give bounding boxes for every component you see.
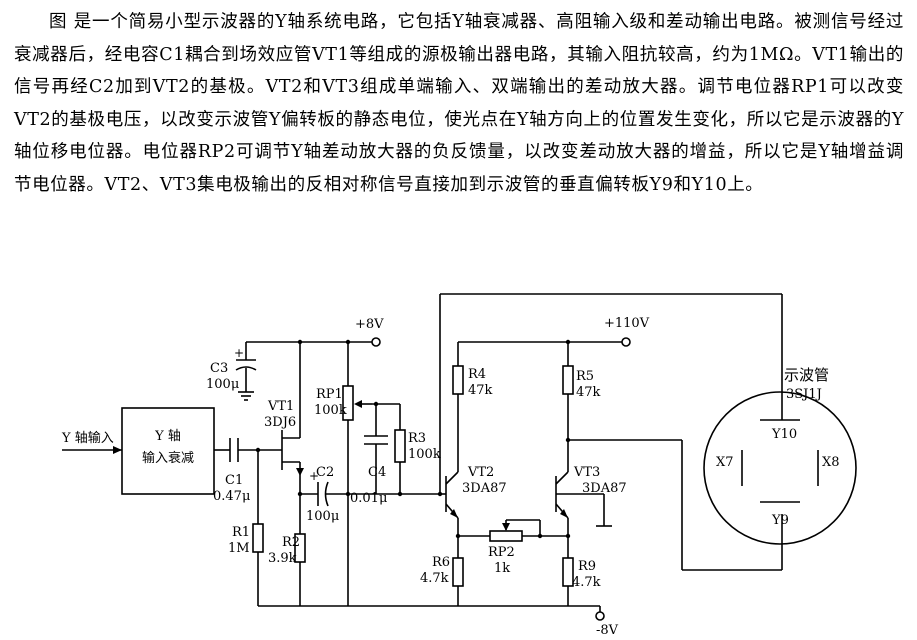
plus8v-terminal	[371, 337, 381, 347]
crt-tube	[703, 391, 857, 545]
vt1-model: 3DJ6	[264, 415, 296, 430]
r1-name: R1	[232, 525, 250, 540]
r5-value: 47k	[576, 385, 601, 400]
c3-name: C3	[210, 361, 228, 376]
r2-name: R2	[282, 535, 300, 550]
c4-value: 0.01μ	[350, 491, 387, 506]
r5-name: R5	[576, 369, 594, 384]
r3-value: 100k	[408, 447, 441, 462]
c1-value: 0.47μ	[213, 489, 250, 504]
vt2-model: 3DA87	[462, 481, 507, 496]
r9-value: 4.7k	[572, 575, 601, 590]
plus8v-label: +8V	[355, 317, 384, 332]
rp1-name: RP1	[316, 387, 343, 402]
c4-name: C4	[368, 465, 386, 480]
r4-resistor	[452, 365, 464, 395]
r4-value: 47k	[468, 383, 493, 398]
r4-name: R4	[468, 367, 486, 382]
c3-polarity: +	[234, 346, 244, 360]
plus110v-terminal	[621, 337, 631, 347]
r1-value: 1M	[228, 541, 250, 556]
minus8v-terminal	[595, 611, 605, 621]
y9-label: Y9	[771, 513, 789, 528]
r6-resistor	[452, 557, 464, 587]
x7-label: X7	[716, 455, 734, 470]
plus110v-label: +110V	[604, 316, 650, 331]
r6-value: 4.7k	[420, 571, 449, 586]
crt-model: 3SJ1J	[786, 387, 822, 402]
vt3-model: 3DA87	[582, 481, 627, 496]
vt3-name: VT3	[573, 465, 600, 480]
input-label: Y 轴输入	[61, 430, 114, 446]
attenuator-line1: Y 轴	[154, 429, 181, 444]
rp2-name: RP2	[488, 545, 515, 560]
rp2-value: 1k	[494, 561, 510, 576]
rp1-value: 100k	[314, 403, 347, 418]
r5-resistor	[562, 365, 574, 395]
c3-value: 100μ	[206, 377, 239, 392]
r3-name: R3	[408, 431, 426, 446]
description-text: 图 是一个简易小型示波器的Y轴系统电路，它包括Y轴衰减器、高阻输入级和差动输出电…	[14, 12, 904, 195]
r2-value: 3.9k	[268, 551, 297, 566]
c1-name: C1	[225, 473, 243, 488]
vt2-name: VT2	[467, 465, 494, 480]
attenuator-line2: 输入衰减	[142, 450, 194, 466]
description-paragraph: 图 是一个简易小型示波器的Y轴系统电路，它包括Y轴衰减器、高阻输入级和差动输出电…	[14, 6, 904, 201]
c2-polarity: +	[309, 469, 319, 483]
minus8v-label: -8V	[596, 623, 619, 638]
y10-label: Y10	[771, 427, 797, 442]
r6-name: R6	[432, 555, 450, 570]
r3-resistor	[394, 429, 406, 463]
rp2-potentiometer	[489, 530, 523, 542]
attenuator-box	[121, 407, 215, 495]
vt1-name: VT1	[267, 399, 294, 414]
r1-resistor	[252, 523, 264, 553]
crt-title: 示波管	[784, 366, 829, 384]
circuit-diagram: Y 轴输入 Y 轴 输入衰减 C1 0.47μ R1 1M VT1 3DJ6 +…	[61, 293, 857, 638]
c2-name: C2	[316, 465, 334, 480]
r9-name: R9	[578, 559, 596, 574]
c2-value: 100μ	[306, 509, 339, 524]
x8-label: X8	[822, 455, 840, 470]
